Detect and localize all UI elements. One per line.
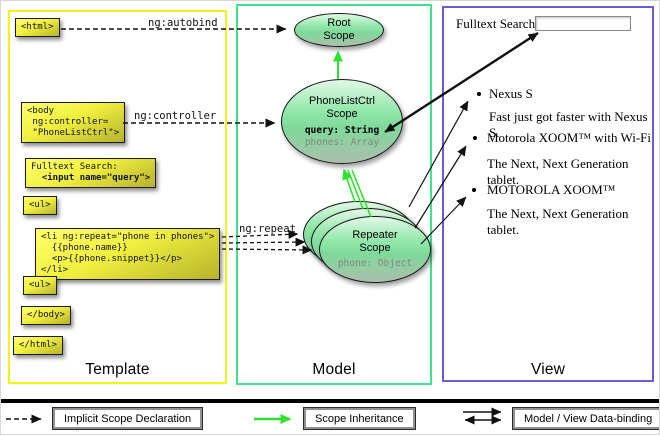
root-scope-ellipse: Root Scope <box>294 13 384 47</box>
phonelistctrl-scope-ellipse: PhoneListCtrl Scope query: String phones… <box>281 79 403 164</box>
view-item-name: Nexus S <box>489 86 533 101</box>
root-scope-label-2: Scope <box>323 30 355 42</box>
ctrl-scope-phones-prop: phones: Array <box>304 136 380 148</box>
model-column-title: Model <box>312 361 356 378</box>
label-ng-controller: ng:controller <box>134 110 217 122</box>
code-text: </body> <box>27 310 65 320</box>
repeater-scope-label-1: Repeater <box>352 229 398 241</box>
view-item-name: MOTOROLA XOOM™ <box>487 182 616 197</box>
code-box-html-close: </html> <box>13 336 63 355</box>
code-line: Fulltext Search: <box>31 162 118 172</box>
code-text: </html> <box>19 340 57 350</box>
bullet-icon <box>477 92 481 96</box>
label-ng-autobind: ng:autobind <box>148 17 218 29</box>
code-line-input: <input name="query"> <box>31 173 151 183</box>
code-text: <ul> <box>29 200 51 210</box>
repeater-scope-label-2: Scope <box>359 242 391 254</box>
code-box-body-close: </body> <box>21 306 71 325</box>
code-box-html-open: <html> <box>15 18 60 37</box>
template-column-title: Template <box>85 361 150 378</box>
ctrl-scope-query-prop: query: String <box>304 124 380 136</box>
model-column <box>236 4 432 385</box>
legend-separator <box>1 399 659 403</box>
label-ng-repeat: ng:repeat <box>239 223 296 235</box>
code-box-ul-open: <ul> <box>23 196 57 215</box>
repeater-scope-phone-prop: phone: Object <box>337 258 413 269</box>
code-line: {{phone.name}} <box>41 243 128 253</box>
code-text: <ul> <box>29 280 51 290</box>
legend-scope-inheritance: Scope Inheritance <box>303 407 416 430</box>
code-line: ng:controller= <box>27 117 109 127</box>
code-box-li-repeat: <li ng:repeat="phone in phones"> {{phone… <box>35 228 221 280</box>
view-item-snippet: The Next, Next Generation tablet. <box>487 156 629 187</box>
ctrl-scope-label-1: PhoneListCtrl <box>308 94 376 107</box>
root-scope-label-1: Root <box>327 17 351 29</box>
code-box-fulltext: Fulltext Search: <input name="query"> <box>25 158 157 188</box>
search-input[interactable] <box>535 16 631 31</box>
code-box-ul-close: <ul> <box>23 276 57 295</box>
bullet-icon <box>472 188 476 192</box>
code-line: "PhoneListCtrl"> <box>27 128 120 138</box>
legend-data-binding: Model / View Data-binding <box>511 407 659 430</box>
code-line: <body <box>27 106 55 116</box>
ctrl-scope-label-2: Scope <box>326 107 358 120</box>
code-text: <html> <box>21 22 54 32</box>
bullet-icon <box>473 136 477 140</box>
repeater-scope-ellipse-front: Repeater Scope phone: Object <box>319 216 431 283</box>
view-item-name: Motorola XOOM™ with Wi-Fi <box>487 130 652 145</box>
code-line: </li> <box>41 265 69 275</box>
view-column-title: View <box>530 361 566 378</box>
code-box-body-open: <body ng:controller= "PhoneListCtrl"> <box>21 102 126 143</box>
code-line: <p>{{phone.snippet}}</p> <box>41 254 182 264</box>
legend-implicit-scope: Implicit Scope Declaration <box>51 407 204 430</box>
view-item-snippet: The Next, Next Generation tablet. <box>487 206 629 237</box>
code-line: <li ng:repeat="phone in phones"> <box>41 232 215 242</box>
view-search-label: Fulltext Search: <box>456 16 539 31</box>
